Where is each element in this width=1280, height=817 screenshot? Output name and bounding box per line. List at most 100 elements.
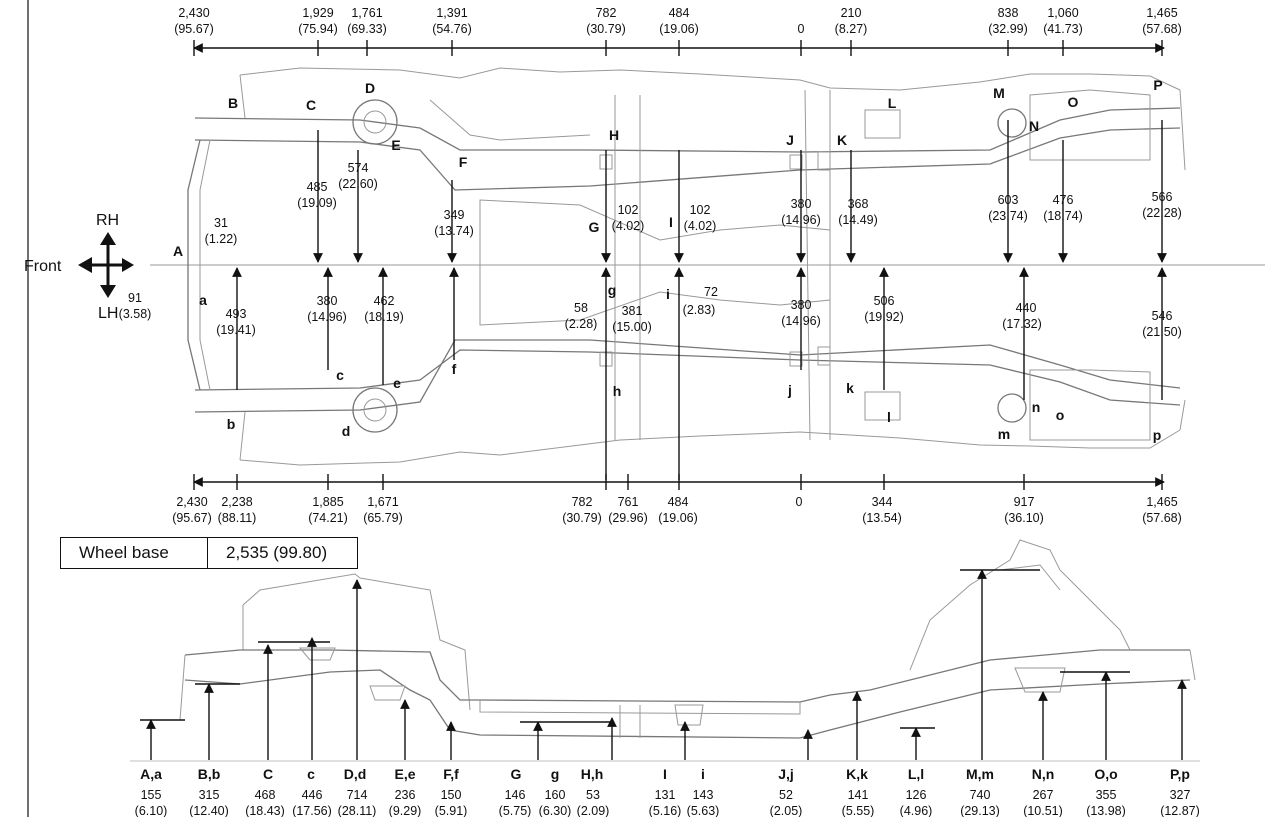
side-point-sub: (2.09) (577, 804, 610, 817)
bottom-dim-sub: (95.67) (172, 511, 212, 525)
point-label: j (787, 382, 792, 398)
top-dim-sub: (19.06) (659, 22, 699, 36)
top-dim-sub: (41.73) (1043, 22, 1083, 36)
inner-dim-sub: (3.58) (119, 307, 152, 321)
side-point-value: 143 (693, 788, 714, 802)
side-point-value: 714 (347, 788, 368, 802)
bottom-dim-sub: (29.96) (608, 511, 648, 525)
side-point-label: N,n (1032, 766, 1055, 782)
top-dim-value: 838 (998, 6, 1019, 20)
bottom-dim-value: 344 (872, 495, 893, 509)
wheelbase-value: 2,535 (99.80) (226, 543, 328, 562)
bottom-dim-sub: (30.79) (562, 511, 602, 525)
top-dim-sub: (32.99) (988, 22, 1028, 36)
top-dim-sub: (95.67) (174, 22, 214, 36)
point-label: E (391, 137, 400, 153)
inner-dim-sub: (19.41) (216, 323, 256, 337)
point-label: d (342, 423, 351, 439)
point-label: n (1032, 399, 1041, 415)
bottom-dim-value: 2,430 (176, 495, 207, 509)
top-dim-sub: (57.68) (1142, 22, 1182, 36)
point-label: p (1153, 427, 1162, 443)
inner-dim-sub: (19.09) (297, 196, 337, 210)
inner-dim-value: 31 (214, 216, 228, 230)
point-label: P (1153, 77, 1162, 93)
top-dim-sub: (8.27) (835, 22, 868, 36)
side-point-sub: (12.87) (1160, 804, 1200, 817)
point-label: o (1056, 407, 1065, 423)
side-point-label: E,e (394, 766, 415, 782)
point-label: k (846, 380, 854, 396)
side-point-value: 327 (1170, 788, 1191, 802)
inner-dim-sub: (13.74) (434, 224, 474, 238)
inner-dim-value: 462 (374, 294, 395, 308)
point-label: a (199, 292, 207, 308)
side-point-sub: (5.75) (499, 804, 532, 817)
side-point-value: 150 (441, 788, 462, 802)
point-label: c (336, 367, 344, 383)
point-label: F (459, 154, 468, 170)
side-point-value: 236 (395, 788, 416, 802)
rh-label: RH (96, 212, 119, 229)
side-point-label: P,p (1170, 766, 1190, 782)
point-label: h (613, 383, 622, 399)
bottom-dimensions: 2,430 (95.67) 2,238 (88.11) 1,885 (74.21… (172, 495, 1182, 525)
top-dim-value: 484 (669, 6, 690, 20)
point-label: g (608, 282, 617, 298)
side-point-sub: (6.30) (539, 804, 572, 817)
side-view: A,a 155 (6.10) B,b 315 (12.40) C 468 (18… (130, 539, 1200, 817)
side-point-sub: (18.43) (245, 804, 285, 817)
side-point-label: K,k (846, 766, 868, 782)
inner-dim-value: 102 (690, 203, 711, 217)
side-point-sub: (17.56) (292, 804, 332, 817)
top-dim-value: 1,391 (436, 6, 467, 20)
side-point-label: H,h (581, 766, 604, 782)
inner-dim-sub: (2.28) (565, 317, 598, 331)
side-point-label: D,d (344, 766, 367, 782)
inner-dim-sub: (21.50) (1142, 325, 1182, 339)
side-point-sub: (5.55) (842, 804, 875, 817)
side-point-sub: (12.40) (189, 804, 229, 817)
bottom-dim-value: 2,238 (221, 495, 252, 509)
inner-dim-sub: (22.28) (1142, 206, 1182, 220)
bottom-dim-value: 761 (618, 495, 639, 509)
inner-dim-value: 380 (791, 197, 812, 211)
side-point-sub: (5.91) (435, 804, 468, 817)
side-point-value: 468 (255, 788, 276, 802)
point-label: C (306, 97, 316, 113)
inner-dim-value: 102 (618, 203, 639, 217)
bottom-dim-sub: (74.21) (308, 511, 348, 525)
side-point-value: 160 (545, 788, 566, 802)
top-dim-value: 1,465 (1146, 6, 1177, 20)
side-point-label: O,o (1094, 766, 1117, 782)
inner-dim-sub: (18.74) (1043, 209, 1083, 223)
side-point-sub: (2.05) (770, 804, 803, 817)
bottom-dim-value: 1,465 (1146, 495, 1177, 509)
side-point-label: C (263, 766, 273, 782)
point-label: B (228, 95, 238, 111)
bottom-dim-value: 1,671 (367, 495, 398, 509)
point-label: O (1068, 94, 1079, 110)
inner-dim-value: 493 (226, 307, 247, 321)
top-dim-sub: (54.76) (432, 22, 472, 36)
bottom-dim-sub: (57.68) (1142, 511, 1182, 525)
top-dimensions: 2,430 (95.67) 1,929 (75.94) 1,761 (69.33… (174, 6, 1182, 36)
side-point-value: 267 (1033, 788, 1054, 802)
side-point-sub: (10.51) (1023, 804, 1063, 817)
inner-dim-sub: (22.60) (338, 177, 378, 191)
bottom-dim-value: 0 (796, 495, 803, 509)
top-dim-value: 782 (596, 6, 617, 20)
inner-dim-value: 440 (1016, 301, 1037, 315)
inner-dim-value: 566 (1152, 190, 1173, 204)
side-point-label: i (701, 766, 705, 782)
bottom-dim-value: 1,885 (312, 495, 343, 509)
inner-dim-sub: (15.00) (612, 320, 652, 334)
side-point-labels: A,a 155 (6.10) B,b 315 (12.40) C 468 (18… (135, 766, 1200, 817)
inner-dim-value: 368 (848, 197, 869, 211)
inner-dim-value: 58 (574, 301, 588, 315)
side-point-label: M,m (966, 766, 994, 782)
inner-dim-value: 380 (317, 294, 338, 308)
inner-dim-sub: (4.02) (612, 219, 645, 233)
inner-dim-value: 574 (348, 161, 369, 175)
bottom-dim-sub: (13.54) (862, 511, 902, 525)
